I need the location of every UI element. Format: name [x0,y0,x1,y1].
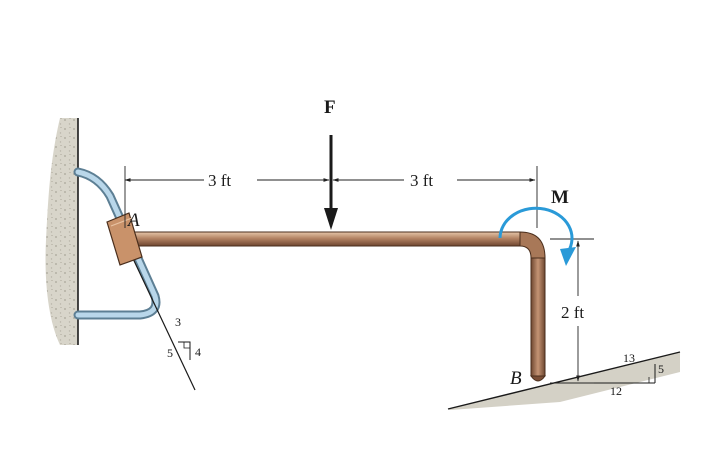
slope-b-run: 12 [610,384,622,398]
slope-b-rise: 5 [658,362,664,376]
dimension-right-span: 3 ft [410,171,433,190]
force-label: F [324,97,336,118]
bent-pipe [124,231,546,382]
point-a-label: A [126,210,140,231]
slope-a-rise: 3 [175,315,181,329]
moment-label: M [551,187,569,208]
dimension-left-span: 3 ft [208,171,231,190]
slope-b-hyp: 13 [623,351,635,365]
slope-a-hyp: 5 [167,346,173,360]
slope-a-run: 4 [195,345,201,359]
moment-arrow [498,206,576,266]
wall-support [45,118,79,345]
slope-line-a [127,247,196,391]
ground-at-b [447,351,681,410]
guide-rod [73,167,161,320]
force-arrow [324,135,338,230]
slope-triangle-a [178,341,191,360]
collar-a [106,212,143,266]
dimension-vertical-leg: 2 ft [561,303,584,322]
point-b-label: B [510,368,522,389]
